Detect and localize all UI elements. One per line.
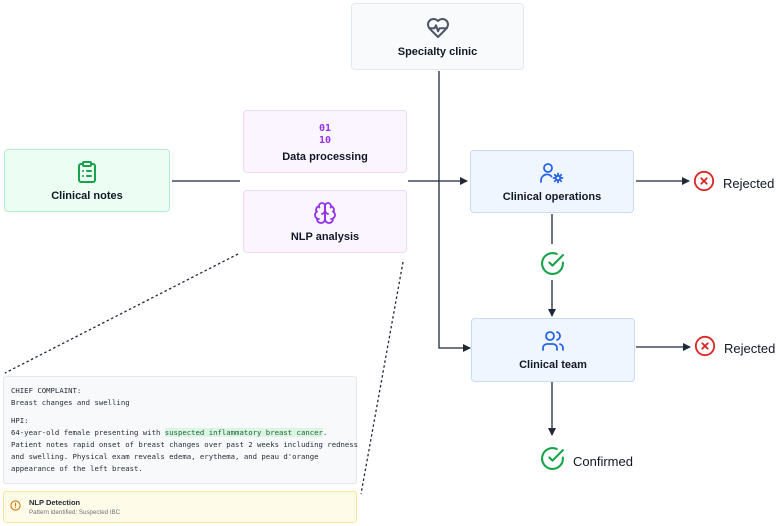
check-circle-icon (540, 446, 565, 476)
node-nlp-analysis[interactable]: NLP analysis (243, 190, 407, 253)
highlighted-finding: suspected inflammatory breast cancer (164, 428, 323, 437)
node-label: Specialty clinic (397, 45, 478, 58)
chief-complaint-label: CHIEF COMPLAINT: (11, 386, 82, 395)
hpi-label: HPI: (11, 416, 29, 425)
node-clinical-notes[interactable]: Clinical notes (4, 149, 170, 212)
node-label: Data processing (282, 150, 368, 163)
hpi-line-3: and swelling. Physical exam reveals edem… (11, 452, 319, 461)
binary-line-2: 10 (319, 135, 331, 145)
hpi-line-4: appearance of the left breast. (11, 464, 143, 473)
hpi-line-1: 64-year-old female presenting with suspe… (11, 427, 349, 439)
outcome-label: Confirmed (573, 453, 633, 469)
detection-title: NLP Detection (29, 498, 81, 507)
outcome-label: Rejected (724, 341, 776, 356)
clipboard-list-icon (75, 160, 99, 184)
check-circle-icon (540, 251, 565, 281)
x-circle-icon (694, 335, 716, 362)
users-icon (540, 329, 566, 353)
user-gear-icon (539, 161, 565, 185)
node-clinical-operations[interactable]: Clinical operations (470, 150, 634, 213)
outcome-label: Rejected (723, 176, 775, 191)
brain-icon (313, 201, 337, 225)
clinical-note-excerpt: CHIEF COMPLAINT: Breast changes and swel… (3, 376, 359, 484)
node-label: Clinical operations (502, 190, 602, 203)
node-label: Clinical team (519, 359, 587, 371)
node-data-processing[interactable]: 01 10 Data processing (243, 110, 407, 173)
edge-clinic-to-team (438, 71, 471, 352)
chief-complaint-text: Breast changes and swelling (11, 398, 130, 407)
heart-pulse-icon (425, 16, 451, 40)
info-circle-icon (10, 498, 21, 516)
node-specialty-clinic[interactable]: Specialty clinic (351, 3, 524, 70)
nlp-detection-banner: NLP Detection Pattern identified: Suspec… (3, 491, 357, 523)
binary-icon: 01 10 (313, 121, 337, 145)
hpi-text: . (322, 428, 328, 437)
outcome-rejected-operations: Rejected (693, 170, 774, 197)
node-clinical-team[interactable]: Clinical team (471, 318, 635, 382)
outcome-confirmed: Confirmed (540, 446, 633, 476)
node-label: NLP analysis (290, 230, 360, 243)
detection-subtitle: Pattern identified: Suspected IBC (29, 509, 121, 516)
outcome-rejected-team: Rejected (694, 335, 775, 362)
callout-line-left (4, 253, 239, 374)
binary-line-1: 01 (319, 123, 331, 134)
hpi-text: 64-year-old female presenting with (11, 428, 165, 437)
hpi-line-2: Patient notes rapid onset of breast chan… (11, 440, 359, 449)
node-label: Clinical notes (51, 189, 123, 202)
x-circle-icon (693, 170, 715, 197)
callout-line-right (360, 261, 404, 495)
